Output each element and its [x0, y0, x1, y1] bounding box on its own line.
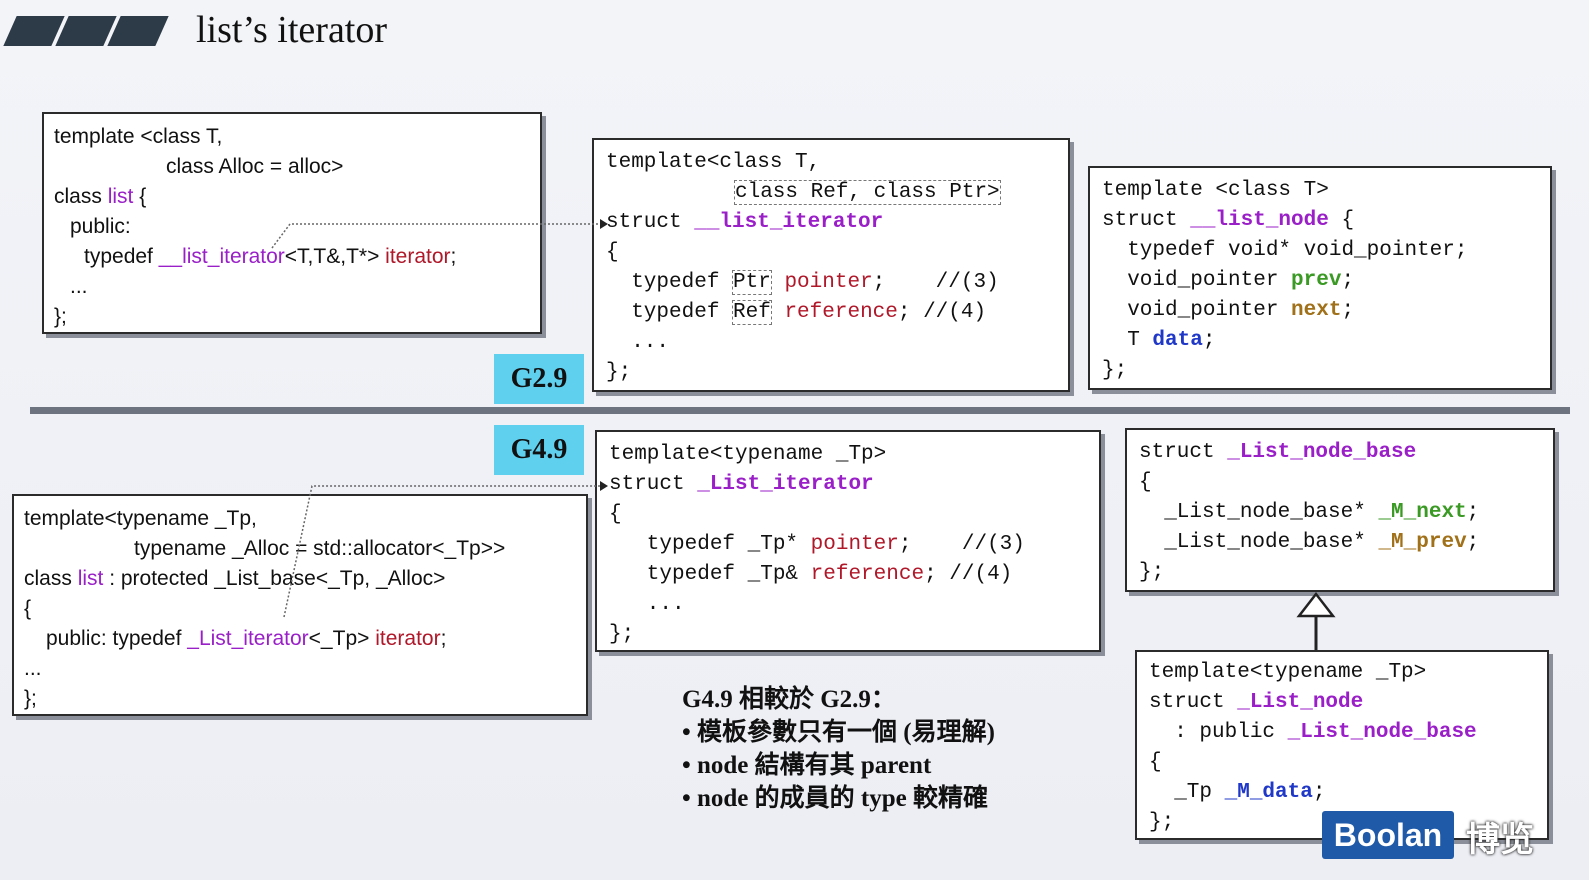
- code-line: typedef Ref reference; //(4): [606, 300, 987, 325]
- code-line: public: typedef _List_iterator<_Tp> iter…: [46, 627, 447, 650]
- g29-list-iterator-box: template<class T, class Ref, class Ptr> …: [592, 138, 1070, 392]
- code-line: _List_node_base* _M_next;: [1139, 501, 1480, 524]
- code-line: {: [606, 241, 619, 264]
- notes-item: • node 結構有其 parent: [682, 752, 932, 779]
- code-line: typedef _Tp& reference; //(4): [609, 563, 1013, 586]
- notes-item: • node 的成員的 type 較精確: [682, 785, 988, 812]
- g29-iterator-connector: [271, 223, 600, 249]
- code-line: _List_node_base* _M_prev;: [1139, 531, 1480, 554]
- code-line: typedef Ptr pointer; //(3): [606, 270, 999, 295]
- code-line: template <class T>: [1102, 179, 1329, 202]
- comparison-notes: G4.9 相較於 G2.9： • 模板參數只有一個 (易理解) • node 結…: [682, 683, 995, 815]
- notes-heading: G4.9 相較於 G2.9：: [682, 686, 896, 713]
- code-line: };: [1149, 811, 1175, 834]
- code-line: : public _List_node_base: [1149, 721, 1477, 744]
- code-line: template <class T,: [54, 125, 223, 148]
- code-line: {: [24, 597, 32, 620]
- version-badge-g49: G4.9: [494, 425, 584, 475]
- code-line: };: [609, 623, 635, 646]
- code-line: typedef __list_iterator<T,T&,T*> iterato…: [84, 245, 457, 268]
- code-line: void_pointer next;: [1102, 299, 1355, 322]
- code-line: class Alloc = alloc>: [166, 155, 344, 178]
- g49-list-iterator-box: template<typename _Tp> struct _List_iter…: [595, 430, 1101, 652]
- boolan-logo-chinese: 博览: [1466, 820, 1534, 860]
- code-line: typedef void* void_pointer;: [1102, 239, 1468, 262]
- g29-list-node-box: template <class T> struct __list_node { …: [1088, 166, 1552, 390]
- boolan-logo: Boolan: [1322, 811, 1454, 859]
- code-line: struct _List_node: [1149, 691, 1364, 714]
- code-line: struct __list_iterator: [606, 211, 884, 234]
- inheritance-triangle: [1296, 591, 1336, 618]
- version-badge-g29: G2.9: [494, 354, 584, 404]
- code-line: ...: [24, 657, 42, 680]
- code-line: T data;: [1102, 329, 1216, 352]
- code-line: };: [606, 361, 632, 384]
- code-line: void_pointer prev;: [1102, 269, 1355, 292]
- g49-list-node-box: template<typename _Tp> struct _List_node…: [1135, 650, 1549, 840]
- code-line: struct _List_node_base: [1139, 441, 1417, 464]
- code-line: _Tp _M_data;: [1149, 781, 1326, 804]
- g49-list-class-box: template<typename _Tp, typename _Alloc =…: [12, 494, 588, 716]
- code-line: class list {: [54, 185, 147, 208]
- code-line: public:: [70, 215, 131, 238]
- code-line: typename _Alloc = std::allocator<_Tp>>: [134, 537, 506, 560]
- code-line: {: [609, 503, 622, 526]
- code-line: template<typename _Tp,: [24, 507, 257, 530]
- code-line: };: [54, 305, 67, 328]
- code-line: typedef _Tp* pointer; //(3): [609, 533, 1025, 556]
- slide-title: list’s iterator: [196, 9, 388, 51]
- code-line: {: [1139, 471, 1152, 494]
- code-line: template<typename _Tp>: [1149, 661, 1427, 684]
- g29-iterator-arrowhead: [600, 219, 608, 229]
- code-line: template<class T,: [606, 151, 821, 174]
- code-line: };: [24, 687, 37, 710]
- code-line: struct __list_node {: [1102, 209, 1355, 232]
- g49-iterator-arrowhead: [600, 481, 608, 491]
- code-line: struct _List_iterator: [609, 473, 874, 496]
- code-line: class list : protected _List_base<_Tp, _…: [24, 567, 446, 590]
- code-line: ...: [606, 331, 670, 354]
- code-line: template<typename _Tp>: [609, 443, 887, 466]
- code-line: };: [1102, 359, 1128, 382]
- code-line: class Ref, class Ptr>: [606, 178, 1056, 208]
- version-divider: [30, 407, 1570, 414]
- g49-list-node-base-box: struct _List_node_base { _List_node_base…: [1125, 428, 1555, 592]
- code-line: ...: [70, 275, 88, 298]
- template-params-highlight: class Ref, class Ptr>: [734, 180, 1001, 205]
- code-line: ...: [609, 593, 685, 616]
- g49-iterator-connector: [283, 485, 600, 618]
- notes-item: • 模板參數只有一個 (易理解): [682, 719, 995, 746]
- code-line: {: [1149, 751, 1162, 774]
- g29-list-class-box: template <class T, class Alloc = alloc> …: [42, 112, 542, 334]
- code-line: };: [1139, 561, 1165, 584]
